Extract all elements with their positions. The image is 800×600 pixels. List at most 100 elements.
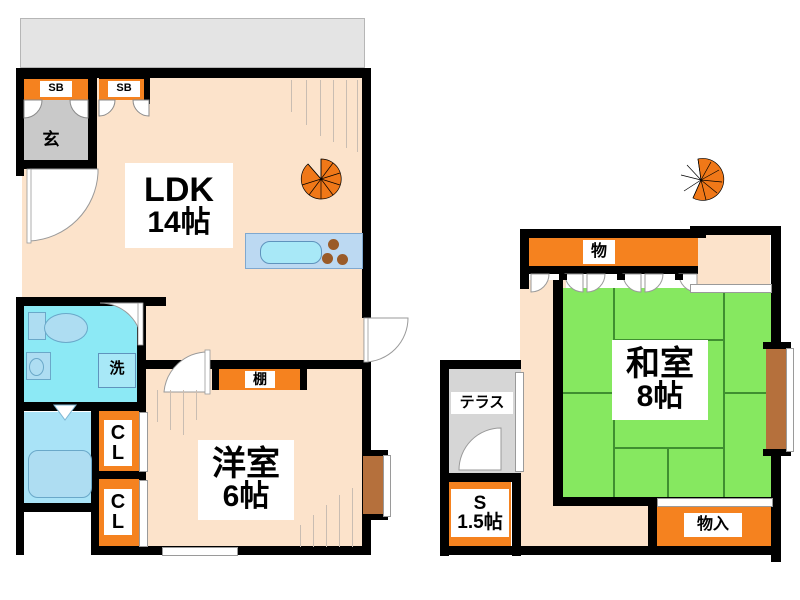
wall-corridor-mid	[553, 280, 563, 505]
wall-bath-bottom	[16, 503, 100, 512]
yoshitsu-hatch-1	[157, 390, 158, 422]
yoshitsu-bottom-window[interactable]	[162, 547, 238, 556]
wall-cl-divider	[96, 470, 146, 479]
yoshitsu-hatch-5	[300, 525, 301, 547]
tokonoma-top-wall	[763, 342, 791, 349]
yoshitsu-hatch-3	[183, 390, 184, 435]
yoshitsu-label-line1: 洋室	[212, 445, 280, 484]
closet-monoire-label: 物入	[684, 513, 742, 537]
washitsu-label-line1: 和室	[626, 345, 694, 384]
spiral-staircase-icon-right	[680, 158, 725, 201]
spiral-staircase-icon-left	[300, 158, 342, 200]
wall-mono-top	[520, 229, 706, 238]
sb2-door-arcs	[98, 99, 150, 117]
tatami-line-2	[723, 288, 725, 500]
wall-sb1-edge	[24, 74, 88, 79]
wall-sb2-edge	[99, 74, 149, 79]
wall-ldk-right	[362, 68, 371, 318]
bath-entry-mark	[53, 404, 77, 421]
stove-burner-icon-2	[322, 253, 333, 264]
yoshitsu-hatch-7	[326, 505, 327, 547]
service-room-s-label: S 1.5帖	[451, 489, 509, 537]
genkan-label: 玄	[42, 130, 60, 150]
cl1-sliding-door[interactable]	[139, 412, 148, 472]
ldk-label-line1: LDK	[144, 170, 214, 209]
yoshitsu-hatch-2	[170, 390, 171, 430]
wall-monoire-left	[648, 497, 657, 549]
wall-genkan-right	[88, 68, 97, 169]
cl2-line1: C	[110, 490, 126, 513]
closet-cl-2-label: C L	[104, 489, 132, 535]
stove-burner-icon-3	[337, 254, 348, 265]
cl1-line2: L	[111, 442, 125, 464]
bathtub-icon	[28, 450, 92, 498]
ldk-window-line-1	[291, 80, 292, 112]
bay-alcove-left-top	[363, 450, 388, 456]
wall-cl-left	[91, 411, 99, 546]
wall-ldk-top	[16, 68, 371, 78]
wall-right-bottom	[440, 546, 781, 555]
tatami-line-3	[562, 392, 614, 394]
yoshitsu-hatch-6	[313, 515, 314, 547]
balcony-area	[20, 18, 365, 68]
ldk-window-line-4	[333, 80, 334, 142]
wall-washroom-mid	[16, 402, 145, 411]
yoshitsu-door-swing	[163, 349, 211, 395]
washer-label: 洗	[109, 360, 125, 378]
sink-basin-bowl	[29, 358, 44, 376]
wall-washroom-right	[137, 297, 146, 411]
tokonoma-sash[interactable]	[786, 348, 794, 452]
s-line1: S	[473, 492, 487, 514]
washitsu-top-sliding-door[interactable]	[690, 284, 772, 293]
monoire-sliding-door[interactable]	[657, 498, 773, 507]
tatami-line-8	[667, 447, 669, 500]
yoshitsu-label: 洋室 6帖	[198, 440, 294, 520]
wall-ldk-left-upper	[16, 68, 24, 176]
terrace-label: テラス	[451, 392, 513, 414]
washing-machine-icon	[98, 353, 136, 388]
yoshitsu-hatch-8	[339, 495, 340, 547]
yoshitsu-hatch-4	[196, 390, 197, 420]
tokonoma-bottom-wall	[763, 449, 791, 456]
wall-terrace-bottom	[440, 473, 521, 482]
wall-tana-top	[146, 360, 364, 369]
terrace-sliding-door[interactable]	[515, 372, 524, 472]
storage-mono-label: 物	[583, 240, 615, 264]
washroom-door-swing	[99, 302, 144, 346]
wall-terrace-left	[440, 360, 449, 556]
washitsu-label-line2: 8帖	[636, 380, 684, 414]
ldk-right-door-swing	[363, 317, 409, 363]
bay-window-sash-left[interactable]	[383, 455, 391, 517]
toilet-icon	[44, 313, 88, 343]
ldk-window-line-5	[346, 80, 347, 148]
wall-tana-right	[300, 366, 307, 390]
cl1-line1: C	[110, 421, 126, 444]
ldk-label: LDK 14帖	[125, 163, 233, 248]
ldk-window-line-2	[306, 80, 307, 125]
wall-washroom-left	[16, 297, 24, 555]
ldk-label-line2: 14帖	[147, 205, 211, 239]
cl2-sliding-door[interactable]	[139, 480, 148, 547]
wall-terrace-top	[440, 360, 521, 369]
ldk-window-line-6	[357, 80, 358, 152]
tatami-line-4	[723, 392, 778, 394]
washitsu-label: 和室 8帖	[612, 340, 708, 420]
shoe-box-1-label: SB	[40, 81, 72, 97]
yoshitsu-hatch-9	[352, 488, 353, 547]
terrace-door-swing	[458, 427, 502, 471]
bay-alcove-left-bottom	[363, 514, 388, 520]
entrance-door-swing	[26, 168, 99, 244]
wall-sb2-right	[144, 74, 150, 104]
wall-ldk-bottom	[16, 297, 166, 306]
kitchen-sink-icon	[260, 241, 322, 264]
cl2-line2: L	[111, 511, 125, 533]
wall-genkan-bottom	[16, 160, 96, 169]
wall-right-top	[690, 226, 781, 235]
sb1-door-arcs	[23, 99, 89, 119]
yoshitsu-label-line2: 6帖	[222, 480, 270, 514]
washitsu-corner-wood	[690, 232, 770, 292]
wall-washitsu-bottom	[553, 497, 683, 506]
ldk-window-line-3	[320, 80, 321, 136]
tokonoma-alcove	[766, 348, 788, 450]
